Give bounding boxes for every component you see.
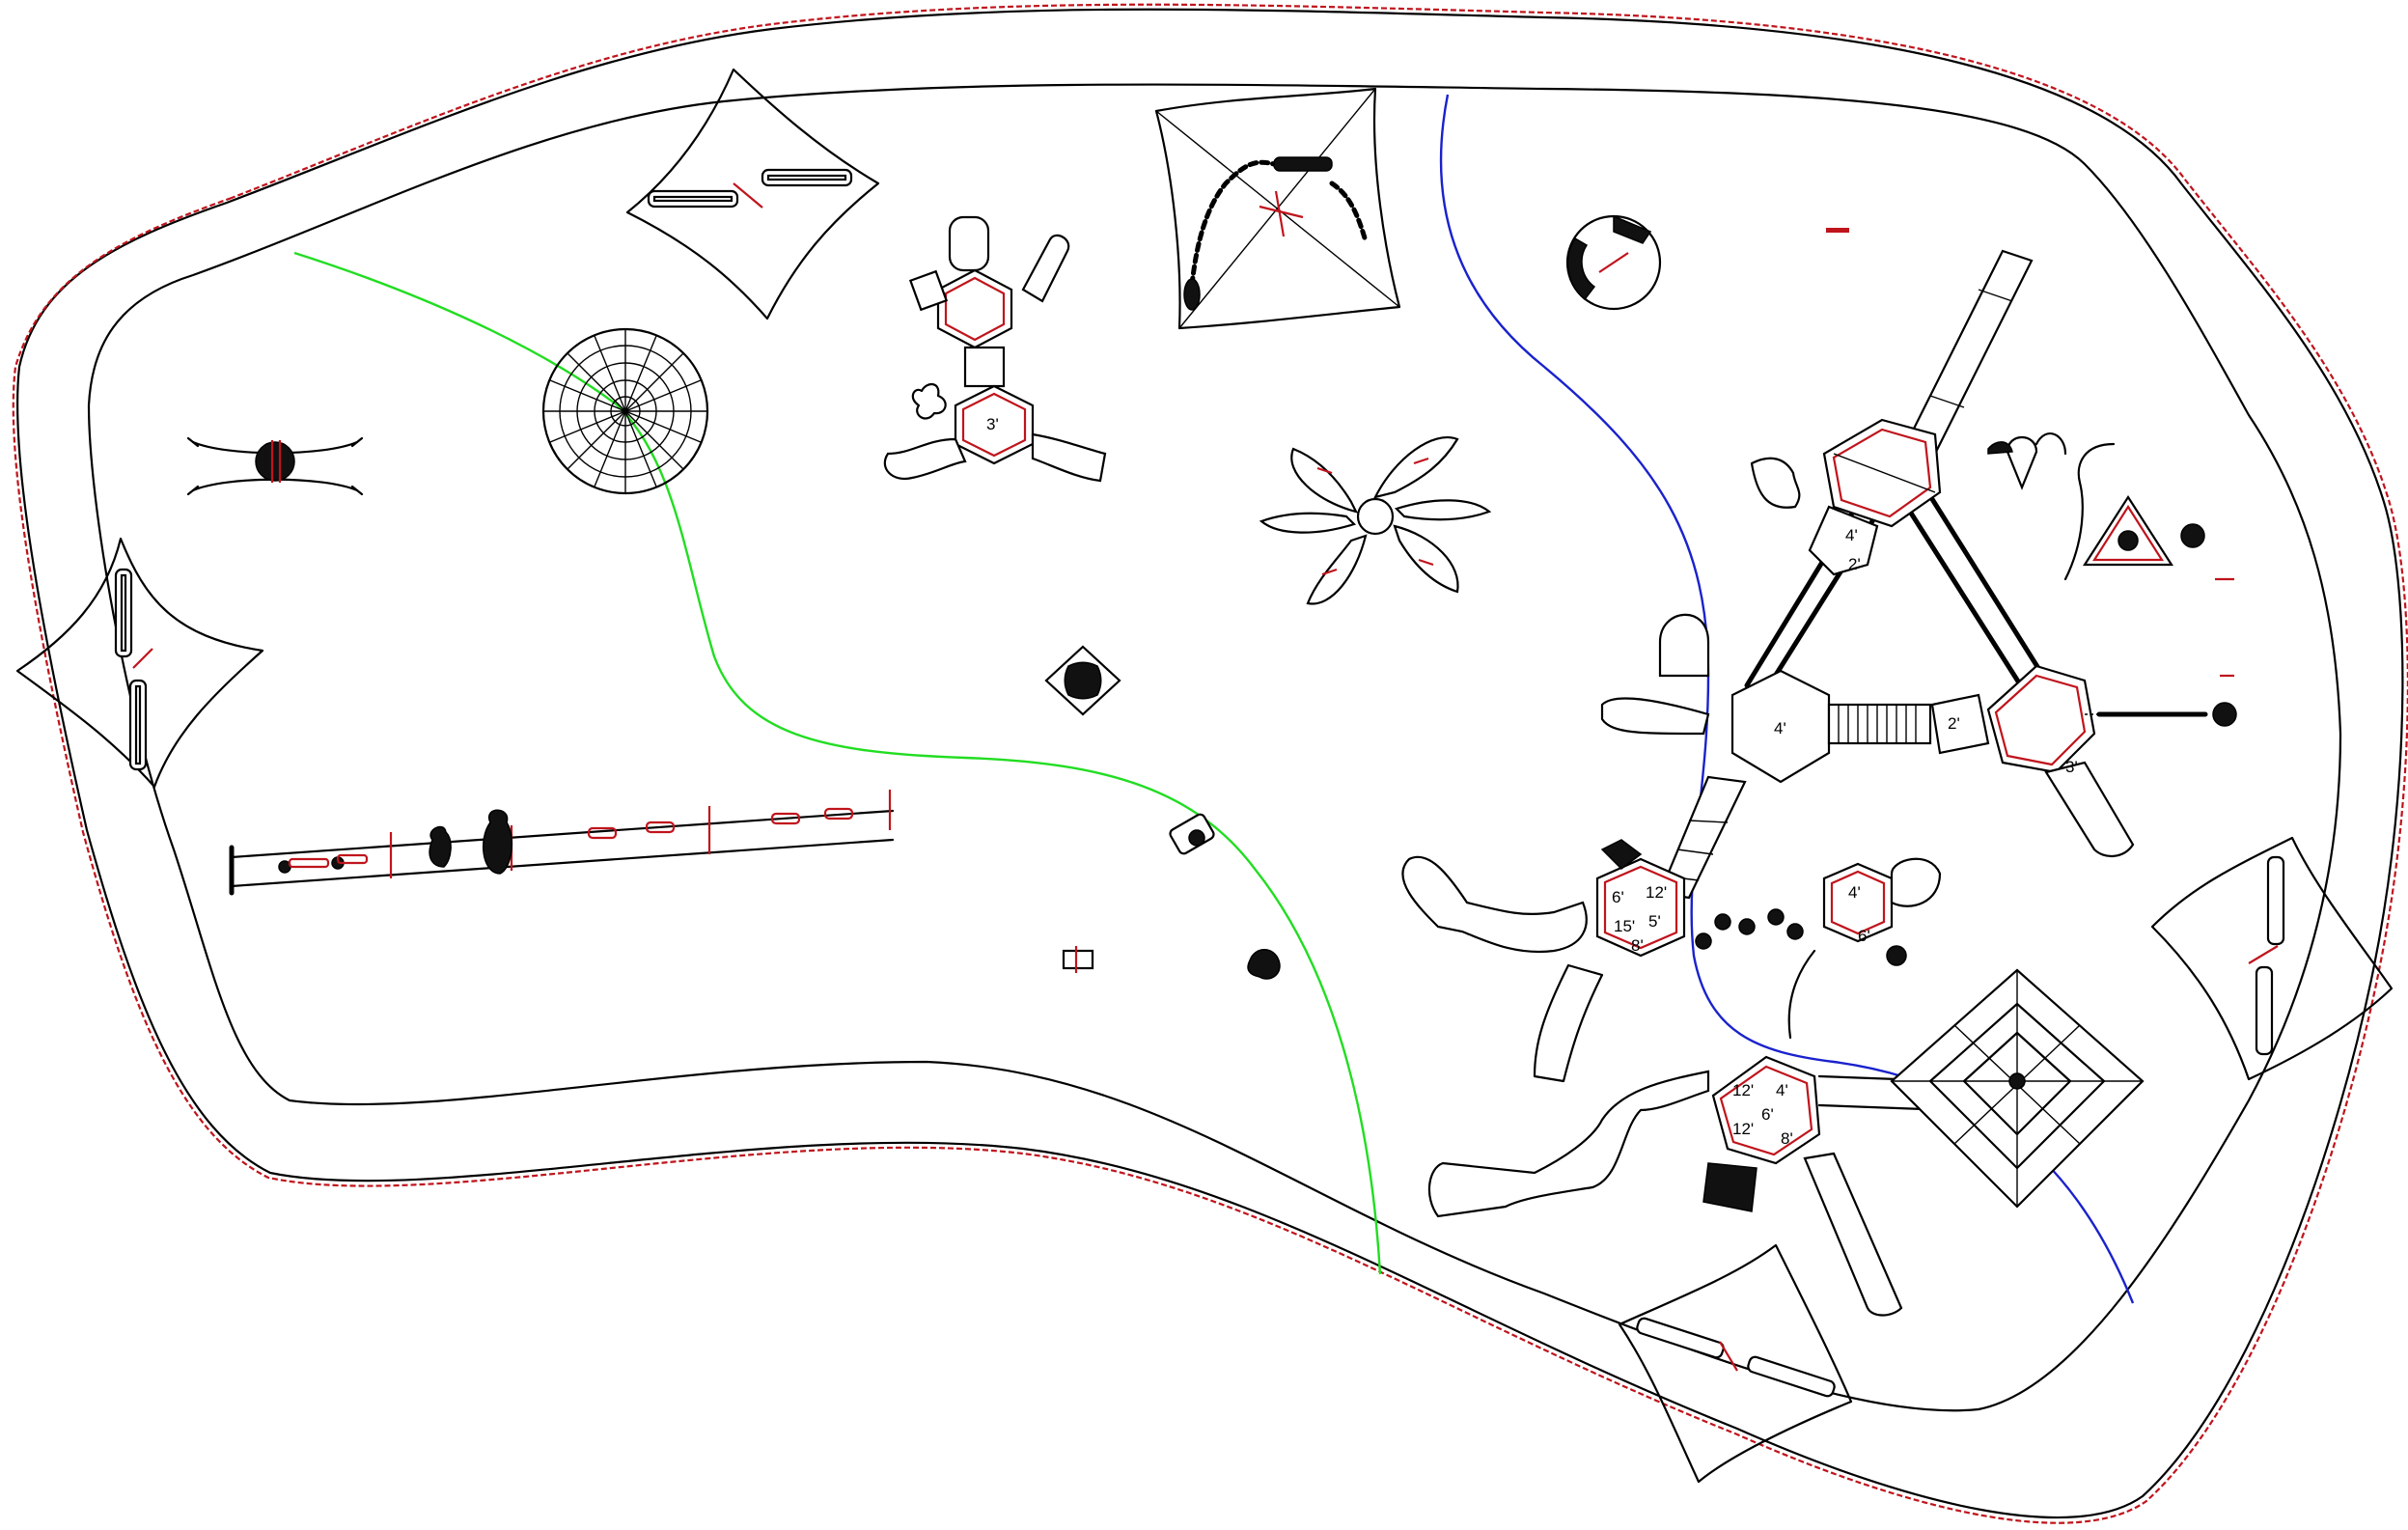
spinner-disc-icon	[1259, 436, 1492, 605]
play-tower-upper: 3'	[883, 215, 1107, 483]
bench-icon	[114, 568, 148, 771]
bench-icon	[647, 168, 853, 209]
merry-go-round-icon	[1565, 214, 1662, 311]
stepping-stones-icon	[1695, 908, 1804, 950]
green-pathway	[293, 251, 1382, 1275]
spring-rider-small-icon	[1062, 813, 1281, 980]
swing-beam-icon	[229, 790, 895, 896]
toddler-seat-icon	[429, 809, 513, 875]
deck-label-bridge: 2'	[1948, 714, 1960, 733]
deck-label-left-a: 6'	[1612, 888, 1624, 906]
seesaw-icon	[186, 436, 364, 496]
deck-label-left-b: 12'	[1646, 883, 1667, 902]
shade-sail-bottom	[1618, 1243, 1853, 1484]
deck-label-bottom-b: 8'	[1781, 1129, 1793, 1148]
deck-label-right-mid-a: 4'	[1848, 883, 1861, 902]
deck-label-left-c: 5'	[1648, 912, 1661, 931]
deck-label-bottom-a: 12'	[1732, 1081, 1754, 1099]
deck-label-top-c: 2'	[1848, 555, 1861, 573]
deck-label-bottom-d: 4'	[1776, 1081, 1788, 1099]
shade-sail-top-left	[625, 68, 880, 320]
spring-rider-icon	[1044, 645, 1121, 716]
shade-sail-left	[15, 537, 264, 789]
deck-label-left-d: 15'	[1614, 917, 1635, 935]
deck-label-center: 4'	[1774, 719, 1786, 737]
deck-label-right-mid-b: 6'	[1858, 927, 1870, 945]
deck-label-left-e: 8'	[1631, 936, 1644, 955]
climbing-triangle-icon	[2082, 494, 2174, 567]
deck-label-right-b: 3'	[2065, 758, 2078, 776]
climbing-dome-icon	[1890, 968, 2145, 1209]
bench-icon	[2255, 855, 2285, 1056]
play-tower-main: 4' 2' 4' 2' 3'	[1401, 249, 2237, 1317]
bench-icon	[1636, 1317, 1836, 1398]
deck-label-top-a: 4'	[1845, 526, 1858, 544]
tower-deck-label: 3'	[986, 415, 999, 433]
shade-sail-right	[2150, 836, 2394, 1081]
perimeter-fence	[12, 3, 2408, 1524]
marker-icon	[1826, 228, 1849, 233]
play-area-border	[87, 83, 2342, 1412]
shade-sail-top-center	[1154, 87, 1401, 330]
deck-label-bottom-e: 6'	[1761, 1105, 1774, 1124]
spinner-net-icon	[541, 327, 709, 495]
deck-label-bottom-c: 12'	[1732, 1120, 1754, 1138]
swing-chain-icon	[1183, 156, 1369, 311]
